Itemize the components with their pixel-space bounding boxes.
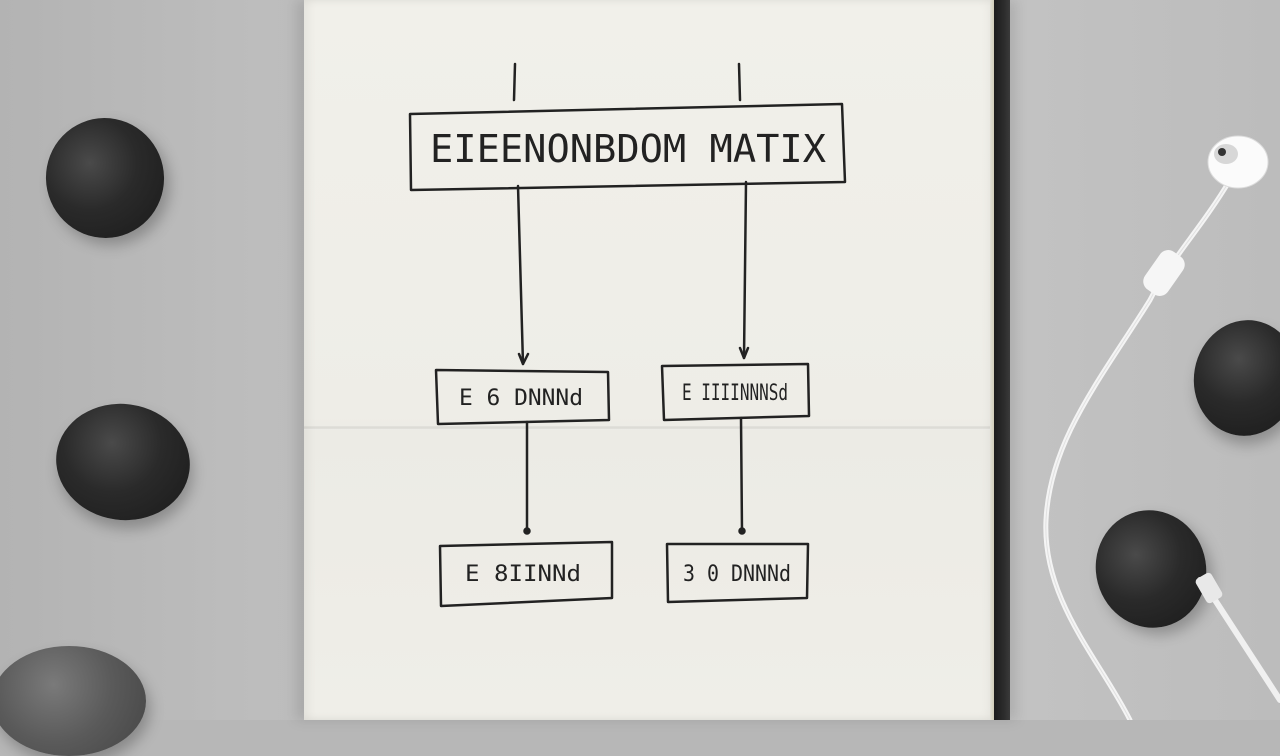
connector-left-1 [516, 184, 525, 366]
box-label-bottom-right: 3 0 DNNNd [683, 562, 791, 587]
earphone [1043, 135, 1280, 720]
box-middle-right [660, 362, 811, 422]
hand-drawn-diagram: EIEENONBDOM MATIX E 6 DNNNd E IIIINNNSd … [408, 62, 847, 608]
box-bottom-right [665, 542, 810, 604]
connector-right-1 [742, 180, 748, 360]
box-label-middle-right: E IIIINNNSd [682, 381, 788, 406]
box-bottom-left [438, 540, 614, 608]
connector-stub-left [512, 62, 517, 102]
box-label-middle-left: E 6 DNNNd [459, 386, 583, 411]
diagram-title: EIEENONBDOM MATIX [430, 127, 826, 171]
title-box [408, 102, 847, 192]
box-label-bottom-left: E 8IINNd [465, 562, 581, 587]
connector-right-2 [739, 416, 744, 534]
box-middle-left [434, 368, 611, 426]
page-fold [304, 426, 996, 430]
connector-stub-right [737, 62, 742, 102]
notebook-spine [994, 0, 1010, 720]
page-edge [990, 0, 996, 720]
notebook-page [304, 0, 996, 720]
